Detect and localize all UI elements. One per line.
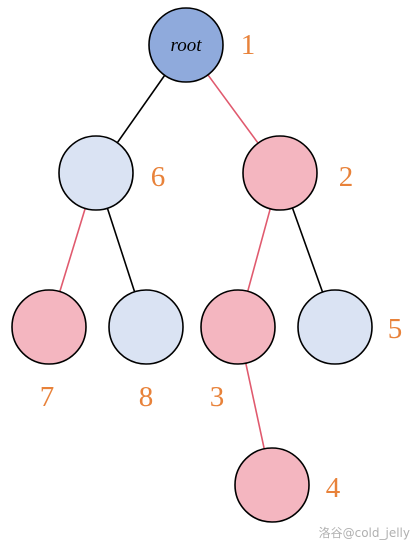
watermark: 洛谷@cold_jelly bbox=[318, 526, 410, 540]
node-label-8: 8 bbox=[139, 381, 154, 413]
node-2 bbox=[242, 135, 318, 211]
edge-3-4 bbox=[245, 363, 265, 449]
node-3 bbox=[200, 289, 276, 365]
node-6 bbox=[58, 135, 134, 211]
node-1 bbox=[148, 7, 224, 83]
labels-layer: 1 6 2 7 8 3 5 4 bbox=[40, 29, 403, 504]
edge-6-8 bbox=[106, 207, 136, 293]
node-label-5: 5 bbox=[388, 313, 403, 345]
edge-6-7 bbox=[59, 208, 86, 292]
node-8 bbox=[108, 289, 184, 365]
edge-2-3 bbox=[246, 208, 272, 292]
node-label-2: 2 bbox=[339, 161, 354, 193]
edge-1-6 bbox=[116, 74, 166, 144]
edge-1-2 bbox=[207, 74, 259, 144]
node-5 bbox=[297, 289, 373, 365]
node-7 bbox=[11, 289, 87, 365]
edges-layer bbox=[59, 74, 324, 449]
nodes-layer: root bbox=[11, 7, 373, 523]
node-label-4: 4 bbox=[326, 472, 341, 504]
node-label-6: 6 bbox=[151, 161, 166, 193]
node-label-1: 1 bbox=[241, 29, 256, 61]
node-label-3: 3 bbox=[210, 381, 225, 413]
node-4 bbox=[234, 447, 310, 523]
root-node-text: root bbox=[171, 35, 203, 56]
node-label-7: 7 bbox=[40, 381, 55, 413]
edge-2-5 bbox=[291, 207, 324, 293]
